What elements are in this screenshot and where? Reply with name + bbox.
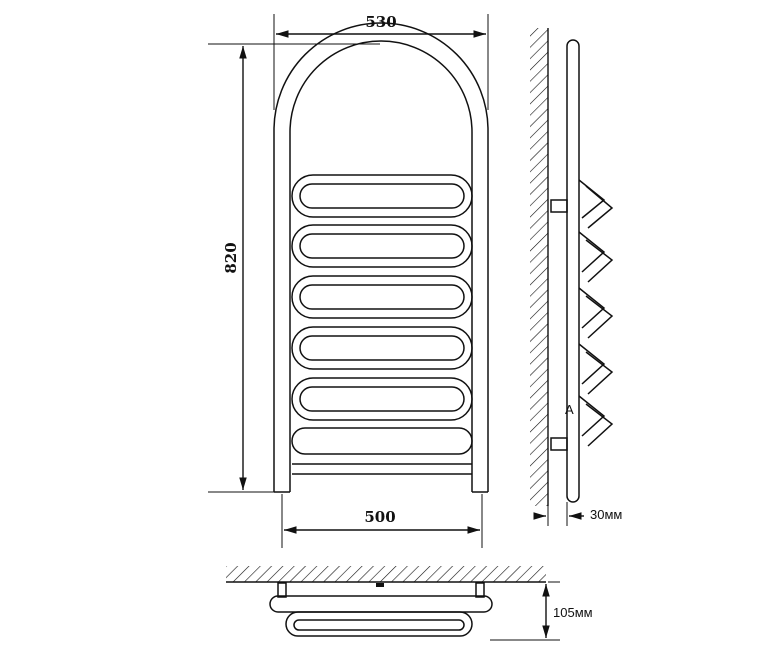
top-width-label: 530 [365,13,396,31]
front-view: 530 820 500 [208,13,489,548]
wall-offset-label: 30мм [590,507,622,522]
height-label: 820 [222,242,240,273]
outer-arch-frame [273,22,489,492]
bottom-width-label: 500 [364,508,395,526]
side-coils [578,179,614,447]
serpentine-coil [291,174,473,475]
side-view: A 30мм [530,28,622,526]
depth-label: 105мм [553,605,593,620]
section-mark: A [565,402,574,417]
inner-arch-frame [289,40,473,492]
top-view: 105мм [226,566,593,641]
